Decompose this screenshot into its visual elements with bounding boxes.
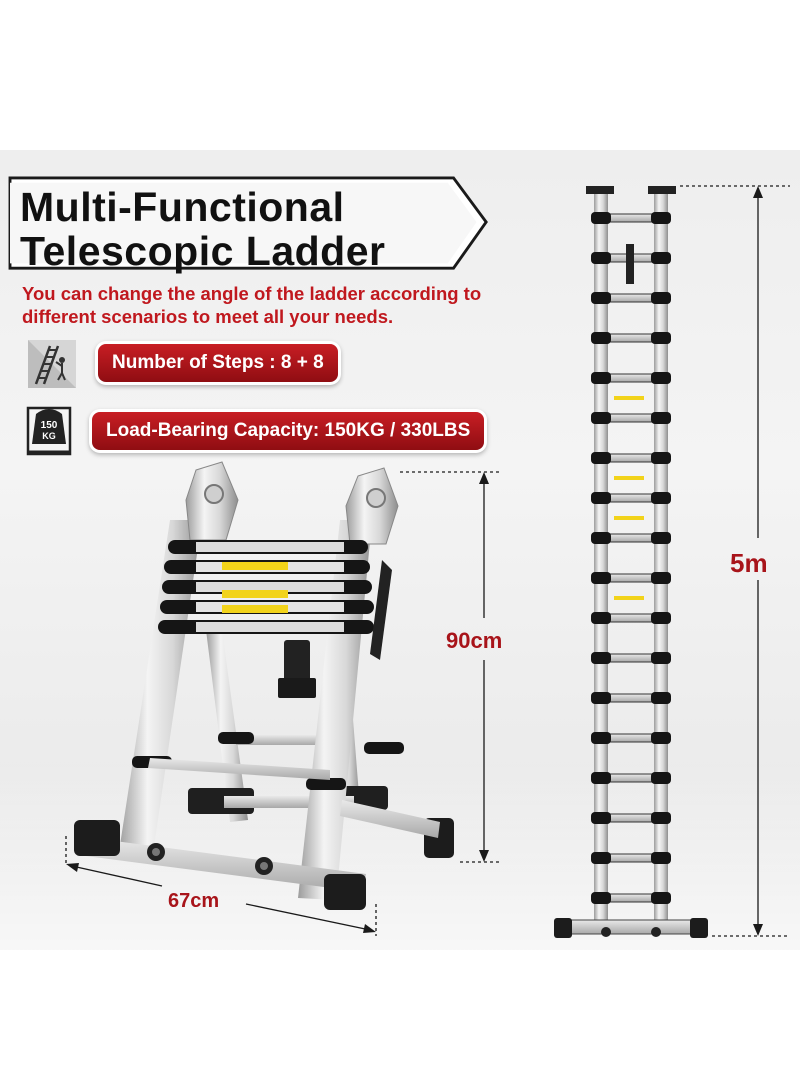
- dimension-label-5m: 5m: [730, 548, 768, 578]
- dimension-67cm: [65, 836, 377, 936]
- weight-capacity-icon: 150 KG: [26, 406, 72, 456]
- extended-ladder: [554, 186, 708, 938]
- title-line-2: Telescopic Ladder: [20, 228, 386, 274]
- dimension-5m: [680, 185, 790, 937]
- svg-text:KG: KG: [42, 431, 56, 441]
- dimension-90cm: [400, 471, 500, 863]
- dimension-label-67cm: 67cm: [168, 890, 220, 912]
- ladder-steps-icon: [28, 340, 76, 388]
- dimension-label-90cm: 90cm: [446, 628, 503, 653]
- subtitle: You can change the angle of the ladder a…: [22, 283, 482, 327]
- svg-text:150: 150: [41, 420, 58, 431]
- title-banner: [8, 176, 488, 270]
- a-frame-ladder: [74, 461, 454, 910]
- feature-pill-steps: Number of Steps : 8 + 8: [98, 344, 338, 382]
- title-line-1: Multi-Functional: [20, 184, 345, 230]
- feature-pill-capacity: Load-Bearing Capacity: 150KG / 330LBS: [92, 412, 485, 450]
